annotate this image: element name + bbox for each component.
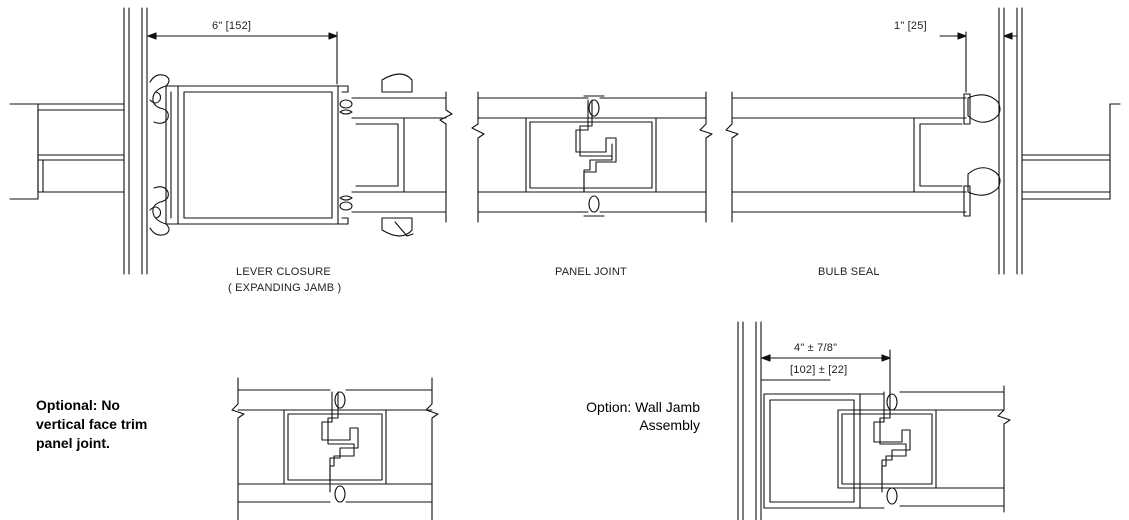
optional-note: Optional: No vertical face trim panel jo…: [36, 396, 147, 453]
lever-dimension: [147, 31, 338, 85]
jamb-range-imperial-label: 4" ± 7/8": [794, 342, 838, 354]
bulb-seal-caption: BULB SEAL: [818, 266, 880, 278]
wall-jamb-note-line2: Assembly: [639, 417, 700, 433]
bulb-dimension: [939, 31, 1017, 93]
expanding-jamb-caption: ( EXPANDING JAMB ): [228, 282, 342, 294]
right-wall: [998, 7, 1023, 275]
left-wall: [123, 7, 148, 275]
wall-jamb-note-line1: Option: Wall Jamb: [586, 399, 700, 415]
wall-jamb-note: Option: Wall Jamb Assembly: [540, 398, 700, 434]
optional-note-line3: panel joint.: [36, 435, 110, 451]
optional-joint-drawing: [231, 377, 439, 520]
optional-note-line2: vertical face trim: [36, 416, 148, 432]
left-steel-beam: [9, 103, 125, 200]
lever-closure-caption: LEVER CLOSURE: [236, 266, 331, 278]
wall-jamb-wall: [737, 321, 762, 520]
panel-joint-drawing: [471, 91, 713, 223]
right-steel-beam: [1021, 103, 1121, 200]
lever-closure-panel: [351, 91, 453, 223]
lever-dimension-label: 6" [152]: [212, 20, 252, 32]
optional-note-line1: Optional: No: [36, 397, 120, 413]
wall-jamb-assembly: [763, 385, 1011, 513]
bulb-seal-drawing: [725, 91, 1001, 223]
panel-joint-caption: PANEL JOINT: [555, 266, 627, 278]
jamb-range-metric-label: [102] ± [22]: [790, 364, 848, 376]
bulb-dimension-label: 1" [25]: [894, 20, 927, 32]
lever-closure-jamb: [149, 73, 414, 237]
wall-jamb-dimension: [761, 349, 891, 393]
